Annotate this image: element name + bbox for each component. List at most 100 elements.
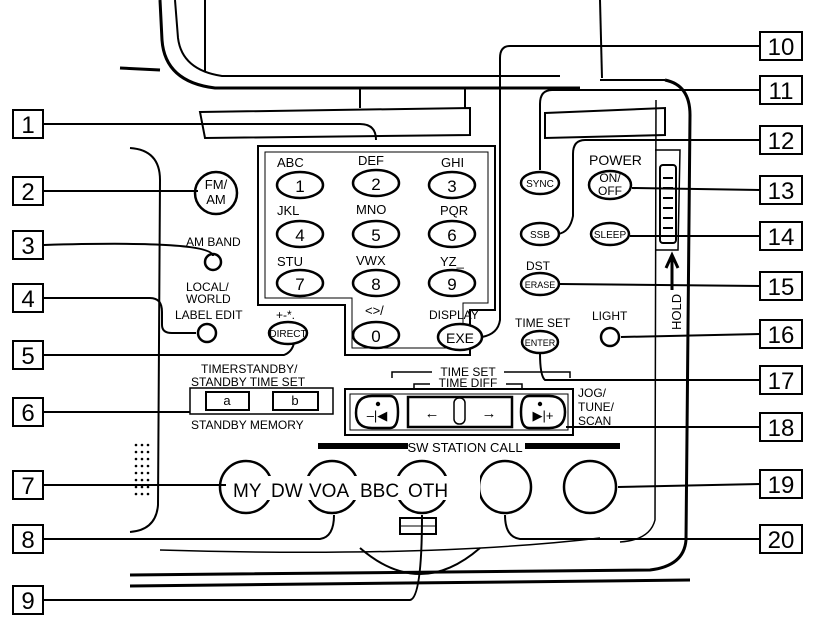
standby-a-button[interactable]: a — [205, 391, 250, 411]
erase-button[interactable]: ERASE — [519, 271, 561, 297]
svg-text:3: 3 — [447, 177, 456, 196]
power-label: POWER — [589, 152, 642, 168]
keypad-letters-4: JKL — [277, 203, 299, 218]
keypad-letters-1: ABC — [277, 155, 304, 170]
digit-8-button[interactable]: 8 — [351, 268, 401, 298]
svg-text:20: 20 — [768, 527, 795, 554]
time-diff-label: TIME DIFF — [439, 376, 498, 390]
ssb-button[interactable]: SSB — [519, 221, 561, 247]
am-band-button[interactable] — [203, 252, 223, 272]
dot-icon — [537, 401, 543, 407]
callout-4: 4 — [12, 283, 44, 313]
am-band-label: AM BAND — [186, 235, 241, 249]
digit-5-button[interactable]: 5 — [351, 219, 401, 249]
keypad-letters-5: MNO — [356, 202, 386, 217]
local-world-label-2: WORLD — [186, 292, 231, 306]
callout-9: 9 — [12, 585, 44, 615]
svg-text:1: 1 — [295, 177, 304, 196]
timer-standby-frame — [189, 387, 334, 415]
jog-label-1: JOG/ — [578, 386, 607, 400]
svg-text:2: 2 — [371, 175, 380, 194]
callout-16: 16 — [759, 319, 803, 349]
callout-11: 11 — [759, 75, 803, 105]
digit-4-button[interactable]: 4 — [275, 219, 325, 249]
station-button-5[interactable] — [562, 459, 618, 515]
digit-6-button[interactable]: 6 — [427, 219, 477, 249]
callout-12: 12 — [759, 125, 803, 155]
digit-7-button[interactable]: 7 — [275, 268, 325, 298]
svg-text:EXE: EXE — [446, 330, 474, 346]
sync-button[interactable]: SYNC — [519, 170, 561, 196]
station-oth: OTH — [408, 481, 448, 502]
sw-bar-left — [318, 443, 408, 449]
svg-text:ENTER: ENTER — [525, 338, 556, 348]
callout-6: 6 — [12, 397, 44, 427]
digit-1-button[interactable]: 1 — [275, 170, 325, 200]
station-dw: DW — [271, 481, 303, 502]
keypad-zero-symbols: <>/ — [365, 303, 384, 318]
exe-button[interactable]: EXE — [436, 322, 484, 352]
keypad-letters-9: YZ_ — [440, 254, 465, 269]
sleep-button[interactable]: SLEEP — [589, 221, 631, 247]
keypad-letters-2: DEF — [358, 153, 384, 168]
jog-minus-button[interactable]: –|◀ — [354, 394, 400, 430]
display-label: DISPLAY — [429, 308, 479, 322]
jog-group: TIME SET TIME DIFF — [344, 364, 574, 436]
svg-text:15: 15 — [768, 274, 795, 301]
enter-button[interactable]: ENTER — [520, 329, 560, 355]
power-button[interactable]: ON/ OFF — [587, 169, 633, 201]
digit-3-button[interactable]: 3 — [427, 170, 477, 200]
direct-button[interactable]: DIRECT — [267, 320, 309, 346]
digit-0-button[interactable]: 0 — [351, 320, 401, 350]
hold-label: HOLD — [669, 294, 684, 330]
arrow-right-icon: → — [482, 405, 497, 422]
svg-text:19: 19 — [768, 472, 795, 499]
arrow-left-icon: ← — [425, 405, 440, 422]
station-my: MY — [233, 481, 262, 502]
jog-label-2: TUNE/ — [578, 400, 615, 414]
svg-text:5: 5 — [371, 226, 380, 245]
callout-8: 8 — [12, 524, 44, 554]
callout-2: 2 — [12, 176, 44, 206]
digit-2-button[interactable]: 2 — [351, 168, 401, 198]
svg-text:SLEEP: SLEEP — [594, 230, 627, 241]
keypad: ABC DEF GHI 1 2 3 JKL MNO PQR 4 5 6 — [257, 145, 496, 356]
svg-text:14: 14 — [768, 224, 795, 251]
svg-text:5: 5 — [21, 343, 34, 370]
svg-text:17: 17 — [768, 368, 795, 395]
svg-text:AM: AM — [206, 192, 226, 207]
svg-text:ON/: ON/ — [599, 171, 621, 185]
local-world-label-1: LOCAL/ — [186, 280, 229, 294]
svg-text:DIRECT: DIRECT — [269, 329, 306, 340]
svg-text:3: 3 — [21, 233, 34, 260]
jog-plus-button[interactable]: ▶|+ — [519, 394, 567, 430]
digit-9-button[interactable]: 9 — [427, 268, 477, 298]
fm-am-button[interactable]: FM/ AM — [193, 170, 239, 216]
keypad-letters-7: STU — [277, 254, 303, 269]
timer-standby-label: TIMERSTANDBY/ — [201, 362, 298, 376]
callout-20: 20 — [759, 524, 803, 554]
dot-icon — [375, 401, 381, 407]
sw-bar-right — [525, 443, 620, 449]
svg-text:9: 9 — [447, 275, 456, 294]
svg-text:6: 6 — [447, 226, 456, 245]
svg-text:9: 9 — [21, 588, 34, 615]
local-world-button[interactable] — [196, 322, 218, 344]
callout-5: 5 — [12, 340, 44, 370]
station-button-4[interactable] — [477, 459, 533, 515]
skip-forward-icon: ▶|+ — [533, 408, 554, 423]
callout-7: 7 — [12, 470, 44, 500]
light-button[interactable] — [599, 326, 621, 348]
jog-dial[interactable]: ← → — [406, 395, 514, 429]
svg-text:13: 13 — [768, 178, 795, 205]
svg-text:1: 1 — [21, 112, 34, 139]
svg-text:SYNC: SYNC — [526, 179, 554, 190]
svg-text:7: 7 — [21, 473, 34, 500]
svg-text:8: 8 — [21, 527, 34, 554]
standby-b-button[interactable]: b — [272, 391, 319, 411]
svg-text:b: b — [291, 393, 298, 408]
keypad-letters-3: GHI — [441, 155, 464, 170]
skip-back-icon: –|◀ — [367, 408, 388, 423]
svg-text:7: 7 — [295, 275, 304, 294]
